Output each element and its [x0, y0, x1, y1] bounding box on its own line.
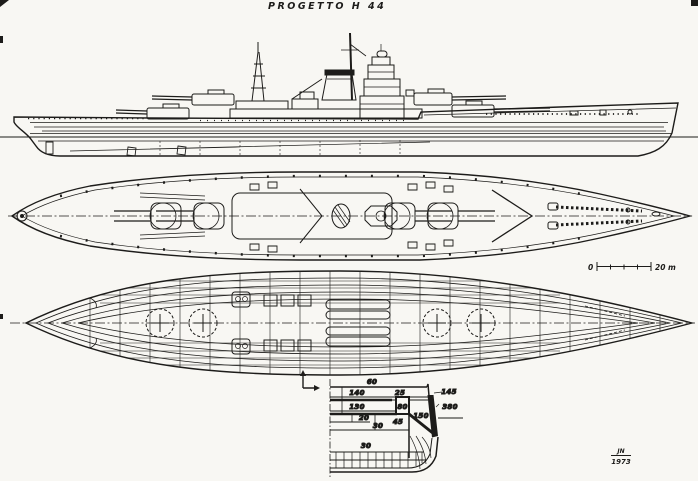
fwd-turret-superfiring [413, 88, 507, 106]
plan-aft-turret-lower [114, 202, 182, 230]
armor-thickness-label: 140 [349, 389, 365, 397]
scale-end-label: 20 m [655, 263, 676, 272]
anchor-chain-starboard [555, 219, 643, 227]
inner-bottom [330, 437, 433, 469]
label-ticks [433, 391, 443, 408]
breakwater [491, 189, 534, 243]
aft-turret-lower [115, 103, 190, 120]
plan-superstructure [231, 192, 393, 240]
plan-aft-turret-superfiring [156, 202, 225, 230]
hull-lines-view [10, 270, 695, 376]
chain-fittings [547, 202, 661, 230]
plan-fwd-turret-lower [426, 202, 495, 230]
scale-start-label: 0 [588, 263, 593, 272]
underwater-lines [69, 141, 431, 152]
main-belt-armor [427, 395, 438, 438]
boot-topping-lines [30, 133, 672, 142]
scale-bar: 0 20 m [588, 262, 676, 272]
shaft-struts [45, 141, 187, 157]
main-mast [349, 32, 353, 101]
upper-side-shell [426, 383, 430, 397]
armor-thickness-label: 45 [393, 418, 403, 426]
longitudinal-bulkhead-box [395, 396, 410, 415]
plan-fwd-turret-superfiring [383, 202, 452, 230]
armor-thickness-label: 150 [413, 412, 429, 420]
stern-arcs [89, 297, 97, 349]
drawing-title: PROGETTO H 44 [268, 1, 386, 12]
signature-year: 1973 [611, 458, 631, 466]
armor-section-diagram: 60 140 25 145 130 80 380 150 20 45 30 30 [300, 370, 463, 479]
scale-bar-line [596, 262, 652, 271]
anchor-chain-port [555, 205, 643, 213]
armor-thickness-label: 30 [361, 442, 371, 450]
barbette-circles [145, 308, 496, 338]
armor-thickness-label: 80 [397, 403, 407, 411]
lines-waterline-3 [60, 291, 656, 355]
crane-boom [291, 78, 323, 100]
boat-rails [139, 192, 206, 240]
aft-turret-superfiring [151, 89, 235, 106]
double-bottom-lines [330, 451, 426, 461]
lines-waterline-4 [77, 298, 639, 348]
armor-thickness-label: 380 [442, 403, 458, 411]
armor-thickness-label: 30 [373, 422, 383, 430]
armor-slope [408, 412, 435, 436]
plan-chevron-platform [299, 188, 323, 244]
bilge-frames [409, 435, 432, 470]
aft-mast [251, 42, 266, 102]
hull-profile [13, 102, 679, 157]
deck-plan-view [8, 171, 693, 261]
signature-initials: JN [616, 448, 624, 455]
armor-thickness-label: 20 [359, 414, 369, 422]
superstructure [229, 89, 423, 119]
signature: JN 1973 [611, 448, 631, 466]
scan-specks [0, 0, 698, 319]
armor-thickness-label: 130 [349, 403, 365, 411]
tower-bridge [359, 44, 405, 119]
stern-fitting [16, 210, 28, 222]
plan-tower [364, 205, 398, 227]
platform-decks [330, 421, 409, 431]
aa-mounts [249, 181, 454, 253]
double-bottom-grid [335, 452, 423, 468]
deck-dividers [341, 387, 376, 430]
deck-lines [30, 107, 677, 132]
armor-thickness-label: 25 [395, 389, 405, 397]
foredeck-fittings [569, 109, 633, 116]
outer-bottom [330, 436, 439, 473]
mast-yards [341, 43, 367, 57]
axis-arrows-icon [300, 370, 320, 391]
side-elevation-view [0, 32, 698, 157]
armor-thickness-label: 60 [367, 378, 377, 386]
bow-diagonal-marks [584, 305, 626, 341]
fwd-turret-lower [451, 100, 551, 118]
armor-thickness-label: 145 [441, 388, 457, 396]
stern-fitting-dot [20, 214, 24, 218]
plan-funnel [331, 203, 351, 229]
machinery-blocks [231, 291, 391, 355]
